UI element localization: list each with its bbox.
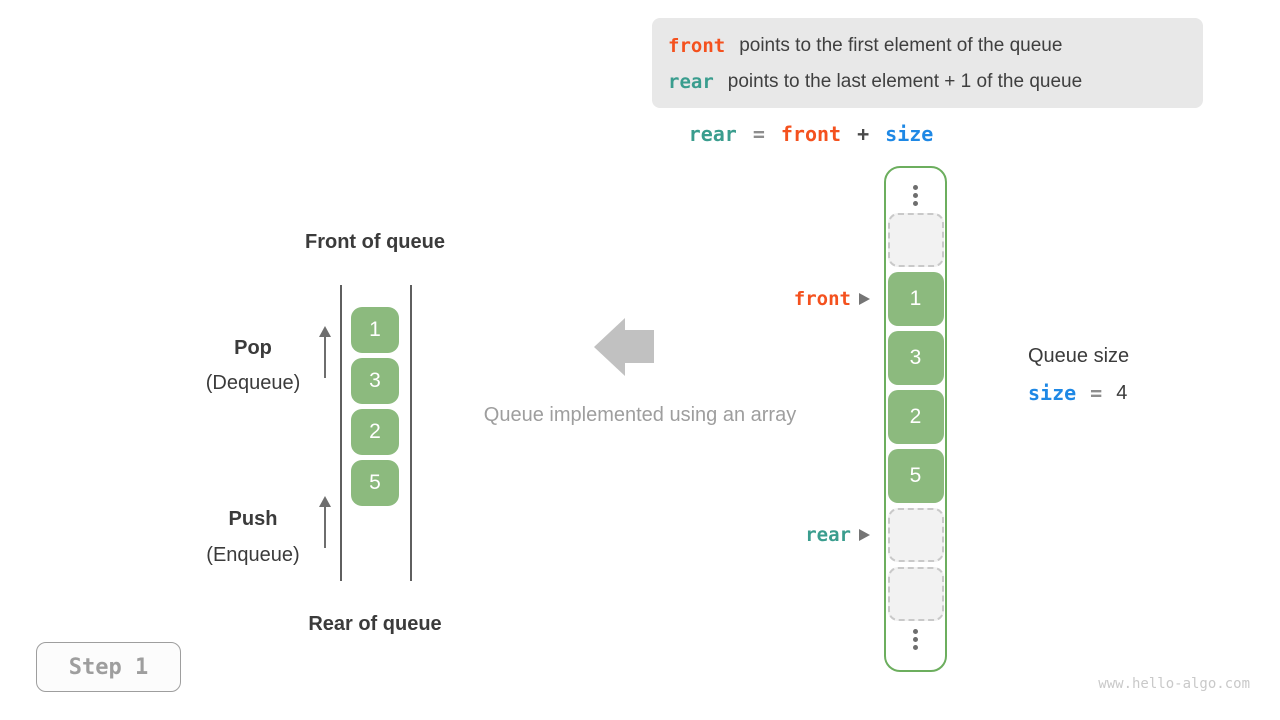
queue-channel-right-line	[410, 285, 412, 581]
ellipsis-dots-icon	[888, 182, 944, 208]
formula: rear = front + size	[661, 122, 961, 146]
enqueue-sublabel: (Enqueue)	[206, 544, 300, 566]
formula-token-rear: rear	[688, 122, 737, 146]
front-code-token: front	[668, 35, 726, 57]
array-cell-filled: 3	[887, 331, 944, 385]
legend-line-front: front points to the first element of the…	[668, 28, 1203, 64]
watermark: www.hello-algo.com	[1098, 676, 1250, 692]
legend-line-rear: rear points to the last element + 1 of t…	[668, 64, 1203, 100]
queue-size-equation: size = 4	[1028, 381, 1127, 405]
array-cell-empty	[887, 508, 944, 562]
array-cell-filled: 1	[887, 272, 944, 326]
rear-pointer-arrow-icon	[859, 529, 870, 541]
queue-boxes: 1 3 2 5	[351, 307, 399, 506]
ellipsis-dots-icon	[888, 626, 944, 652]
dot	[913, 644, 918, 650]
size-variable-token: size	[1028, 381, 1077, 405]
formula-token-plus: +	[857, 122, 870, 146]
front-description: points to the first element of the queue	[739, 35, 1063, 56]
queue-element: 3	[351, 358, 399, 404]
rear-pointer-label: rear	[805, 524, 851, 546]
size-value: 4	[1116, 381, 1128, 404]
front-of-queue-label: Front of queue	[305, 231, 445, 253]
size-equals-token: =	[1090, 381, 1103, 405]
array-cell-empty	[887, 567, 944, 621]
queue-element: 5	[351, 460, 399, 506]
legend-box: front points to the first element of the…	[652, 18, 1203, 108]
queue-size-title: Queue size	[1028, 345, 1130, 367]
rear-pointer: rear	[700, 522, 870, 548]
rear-of-queue-label: Rear of queue	[308, 613, 442, 635]
dot	[913, 192, 918, 198]
formula-token-front: front	[780, 122, 842, 146]
formula-token-equals: =	[752, 122, 765, 146]
dot	[913, 628, 918, 634]
queue-element: 1	[351, 307, 399, 353]
queue-channel-left-line	[340, 285, 342, 581]
push-label: Push	[228, 508, 278, 530]
array-cell-empty	[887, 213, 944, 267]
array-cell-filled: 5	[887, 449, 944, 503]
dot	[913, 184, 918, 190]
push-direction-arrow-icon	[319, 496, 331, 548]
front-pointer-label: front	[793, 288, 851, 310]
dot	[913, 636, 918, 642]
array-cell-filled: 2	[887, 390, 944, 444]
pop-direction-arrow-icon	[319, 326, 331, 378]
dequeue-sublabel: (Dequeue)	[205, 372, 301, 394]
diagram-caption: Queue implemented using an array	[483, 404, 797, 426]
left-block-arrow-icon	[594, 318, 654, 377]
formula-token-size: size	[885, 122, 934, 146]
front-pointer: front	[700, 286, 870, 312]
step-badge: Step 1	[36, 642, 181, 692]
front-pointer-arrow-icon	[859, 293, 870, 305]
rear-code-token: rear	[668, 71, 714, 93]
rear-description: points to the last element + 1 of the qu…	[727, 71, 1083, 92]
pop-label: Pop	[234, 337, 272, 359]
dot	[913, 200, 918, 206]
queue-element: 2	[351, 409, 399, 455]
